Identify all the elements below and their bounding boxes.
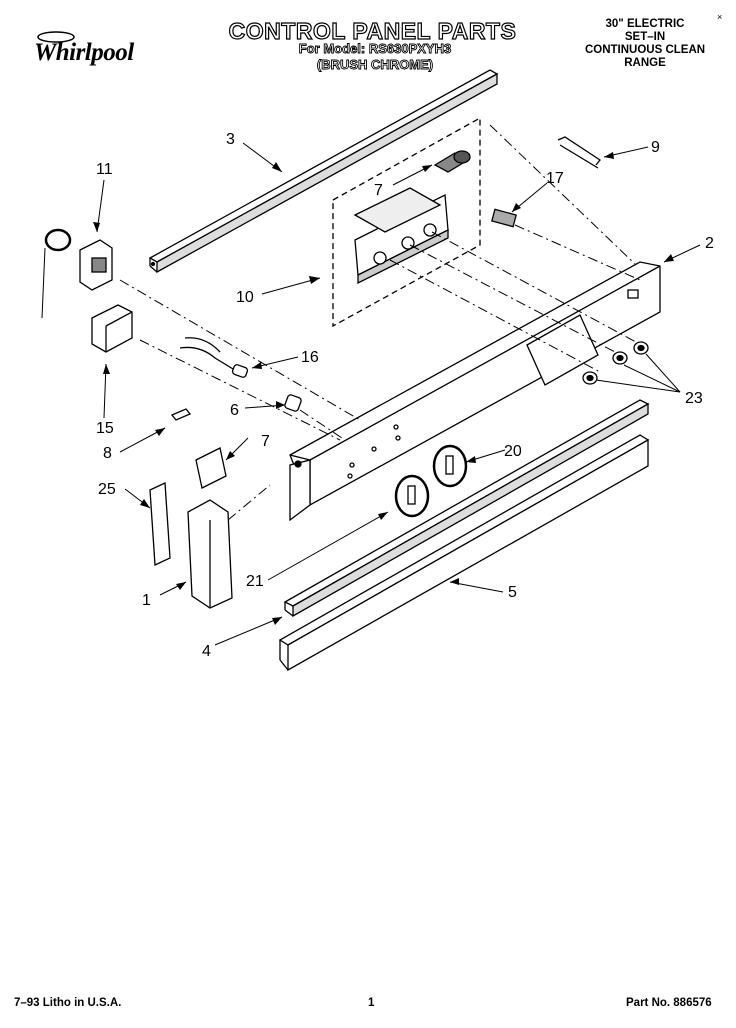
part-9-bracket [557, 136, 601, 169]
part-16-wire-assembly [179, 337, 249, 378]
part-3-top-trim [148, 69, 499, 274]
callout-2: 2 [705, 235, 714, 252]
part-8-clip [170, 408, 192, 421]
callout-20: 20 [504, 443, 522, 460]
part-5-bottom-trim [278, 434, 650, 672]
finish-line: (BRUSH CHROME) [316, 57, 434, 73]
part-7-bracket [195, 447, 227, 489]
callout-6: 6 [230, 402, 239, 419]
callout-10: 10 [236, 289, 254, 306]
logo-oval-icon [37, 31, 75, 43]
callout-7: 7 [261, 433, 270, 450]
callout-15: 15 [96, 420, 114, 437]
part-21-knob [394, 474, 430, 518]
corner-mark: × [717, 12, 723, 22]
part-10-switch-panel [353, 187, 449, 285]
part-4-lower-trim [283, 399, 650, 618]
litho-note: 7–93 Litho in U.S.A. [14, 997, 122, 1009]
part-14-sensor [41, 228, 113, 319]
part-11-switch [433, 150, 471, 173]
callout-1: 1 [142, 592, 151, 609]
product-line: RANGE [624, 57, 666, 69]
callout-16: 16 [301, 349, 319, 366]
model-line: For Model: RS630PXYH3 [298, 41, 452, 57]
callout-14: 11 [96, 161, 113, 178]
callout-25: 25 [98, 481, 116, 498]
callout-17: 17 [546, 170, 564, 187]
assembly-lines [119, 124, 641, 521]
part-25-side-bracket [149, 482, 171, 566]
leader-arrowheads [93, 152, 674, 625]
part-2-control-panel [289, 261, 661, 522]
callout-21: 21 [246, 573, 264, 590]
callout-3: 3 [226, 131, 235, 148]
callout-9: 9 [651, 139, 660, 156]
part-1-support [187, 499, 233, 609]
callout-11: 7 [374, 182, 383, 199]
part-17-connector [491, 208, 517, 228]
brand-logo: Whirlpool [34, 39, 134, 66]
parts-enclosure-dashed [332, 116, 481, 328]
page-title: CONTROL PANEL PARTS [228, 17, 517, 44]
callout-labels: 3 11 7 9 17 2 10 16 15 23 6 8 7 20 25 21… [96, 131, 714, 660]
part-number: Part No. 886576 [626, 997, 712, 1009]
part-6-socket [284, 394, 302, 412]
part-20-knob [432, 444, 468, 488]
part-15-relay [91, 304, 133, 353]
callout-8: 8 [103, 445, 112, 462]
brand-logo-badge [36, 30, 76, 48]
callout-4: 4 [202, 643, 211, 660]
product-description: 30" ELECTRIC SET–IN CONTINUOUS CLEAN RAN… [560, 18, 730, 70]
callout-5: 5 [508, 584, 517, 601]
product-line: SET–IN [624, 31, 666, 43]
page-number: 1 [368, 997, 375, 1009]
product-line: CONTINUOUS CLEAN [584, 44, 706, 56]
part-23-nuts [582, 341, 649, 385]
product-line: 30" ELECTRIC [605, 18, 685, 30]
callout-23: 23 [685, 390, 703, 407]
